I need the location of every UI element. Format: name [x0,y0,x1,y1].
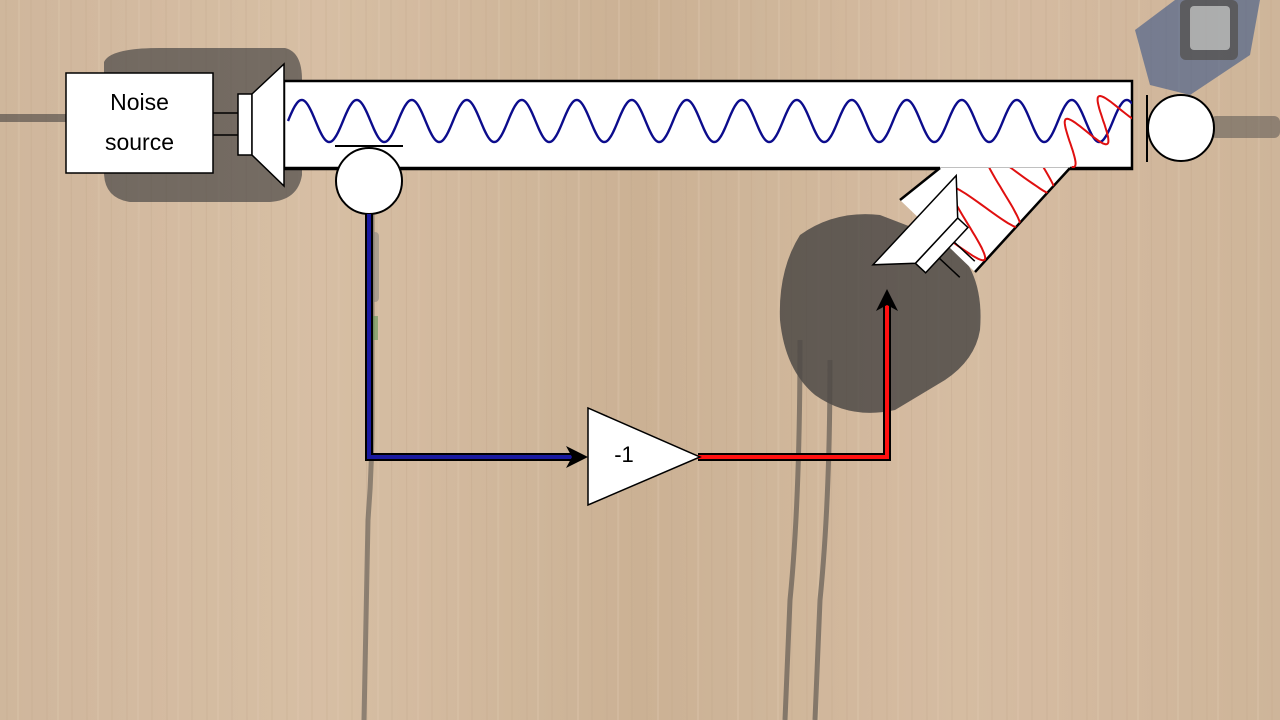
anti-noise-speaker-icon [871,173,976,278]
noise-source-box: Noise source [65,72,238,174]
error-microphone-icon [1146,94,1215,162]
anti-noise-signal-path [698,289,898,461]
inverter-label: -1 [614,442,634,467]
reference-signal-path [365,214,588,468]
primary-noise-wave [286,98,1132,144]
noise-speaker-icon [237,62,285,188]
noise-source-label-line1: Noise [110,89,169,115]
main-duct [282,79,1134,171]
noise-source-label-line2: source [105,129,174,155]
inverting-amplifier-icon: -1 [587,406,702,507]
